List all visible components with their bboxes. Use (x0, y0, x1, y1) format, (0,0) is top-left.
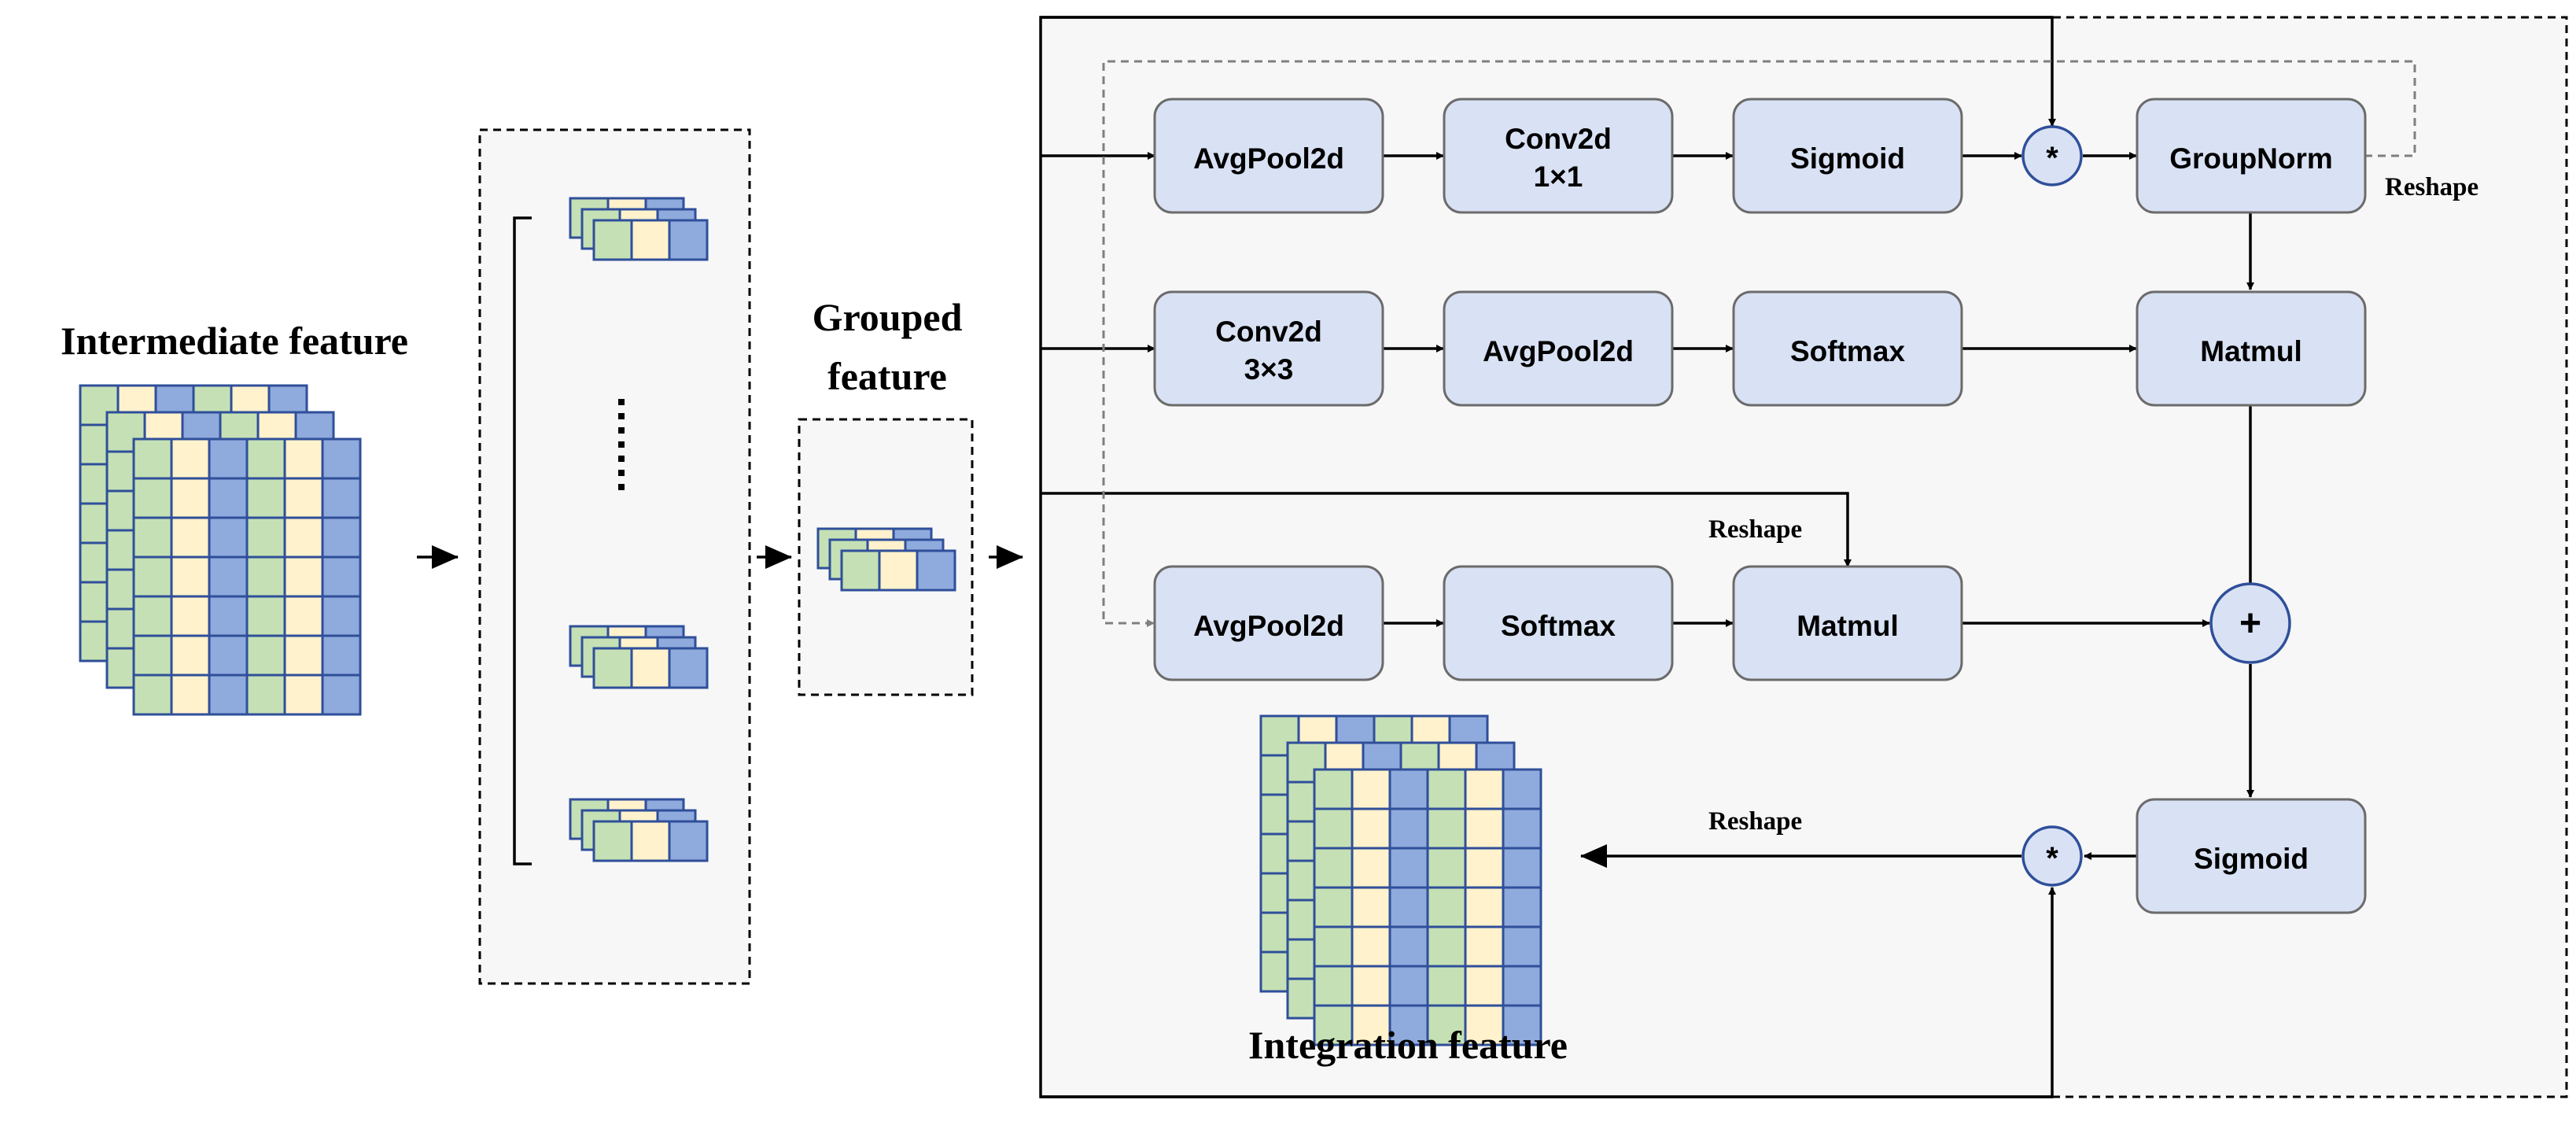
multiply-circle-bottom: * (2021, 825, 2083, 887)
svg-text:+: + (2239, 603, 2261, 644)
grouped-label-line1: Grouped (813, 295, 963, 339)
node-softmax-row3: Softmax (1443, 565, 1674, 681)
svg-text:GroupNorm: GroupNorm (2169, 142, 2333, 175)
node-avgpool-row2: AvgPool2d (1443, 290, 1674, 407)
node-conv1x1-row1: Conv2d 1×1 (1443, 98, 1674, 214)
node-matmul-row3: Matmul (1732, 565, 1963, 681)
svg-text:3×3: 3×3 (1244, 353, 1294, 386)
svg-text:Matmul: Matmul (1797, 610, 1899, 642)
skip-to-multiply-top (1041, 16, 2056, 127)
node-avgpool-row3: AvgPool2d (1153, 565, 1384, 681)
node-sigmoid-row1: Sigmoid (1732, 98, 1963, 214)
integration-feature-map (1259, 714, 1542, 1046)
node-softmax-row2: Softmax (1732, 290, 1963, 407)
group-stack-middle (569, 625, 709, 689)
svg-text:Sigmoid: Sigmoid (2194, 843, 2309, 875)
group-stack-top (569, 197, 709, 261)
group-bracket (513, 216, 532, 865)
svg-text:Conv2d: Conv2d (1505, 123, 1612, 155)
node-conv3x3-row2: Conv2d 3×3 (1153, 290, 1384, 407)
grouped-label-line2: feature (827, 354, 947, 398)
svg-text:*: * (2046, 141, 2058, 175)
reshape-label-top: Reshape (2385, 173, 2478, 201)
reshape-feedback-dashed (1102, 60, 2416, 627)
node-groupnorm: GroupNorm (2136, 98, 2367, 214)
svg-text:1×1: 1×1 (1534, 161, 1583, 193)
svg-text:Conv2d: Conv2d (1215, 316, 1322, 348)
skip-to-multiply-bottom (1041, 887, 2056, 1098)
integration-feature-label: Integration feature (1248, 1023, 1568, 1067)
svg-text:Softmax: Softmax (1501, 610, 1616, 642)
grouped-feature-panel-border (798, 418, 974, 696)
node-sigmoid-out: Sigmoid (2136, 798, 2367, 914)
svg-text:AvgPool2d: AvgPool2d (1483, 335, 1634, 367)
svg-text:*: * (2046, 841, 2058, 876)
group-stack-bottom (569, 798, 709, 862)
reshape-label-bottom: Reshape (1708, 807, 1802, 836)
svg-text:Sigmoid: Sigmoid (1790, 142, 1905, 175)
svg-text:Matmul: Matmul (2200, 335, 2302, 367)
svg-text:Softmax: Softmax (1790, 335, 1905, 367)
svg-text:AvgPool2d: AvgPool2d (1193, 610, 1344, 642)
input-row3-to-matmul (1041, 492, 1852, 567)
node-matmul-row2: Matmul (2136, 290, 2367, 407)
ellipsis-dots (618, 399, 625, 490)
add-circle: + (2209, 582, 2291, 664)
multiply-circle-top: * (2021, 125, 2083, 186)
svg-text:AvgPool2d: AvgPool2d (1193, 142, 1344, 175)
reshape-label-mid: Reshape (1708, 515, 1802, 544)
intermediate-feature-label: Intermediate feature (61, 319, 408, 363)
grouped-feature-stack (816, 527, 956, 592)
group-panel-border (478, 128, 751, 985)
node-avgpool-row1: AvgPool2d (1153, 98, 1384, 214)
intermediate-feature-map (79, 384, 362, 716)
